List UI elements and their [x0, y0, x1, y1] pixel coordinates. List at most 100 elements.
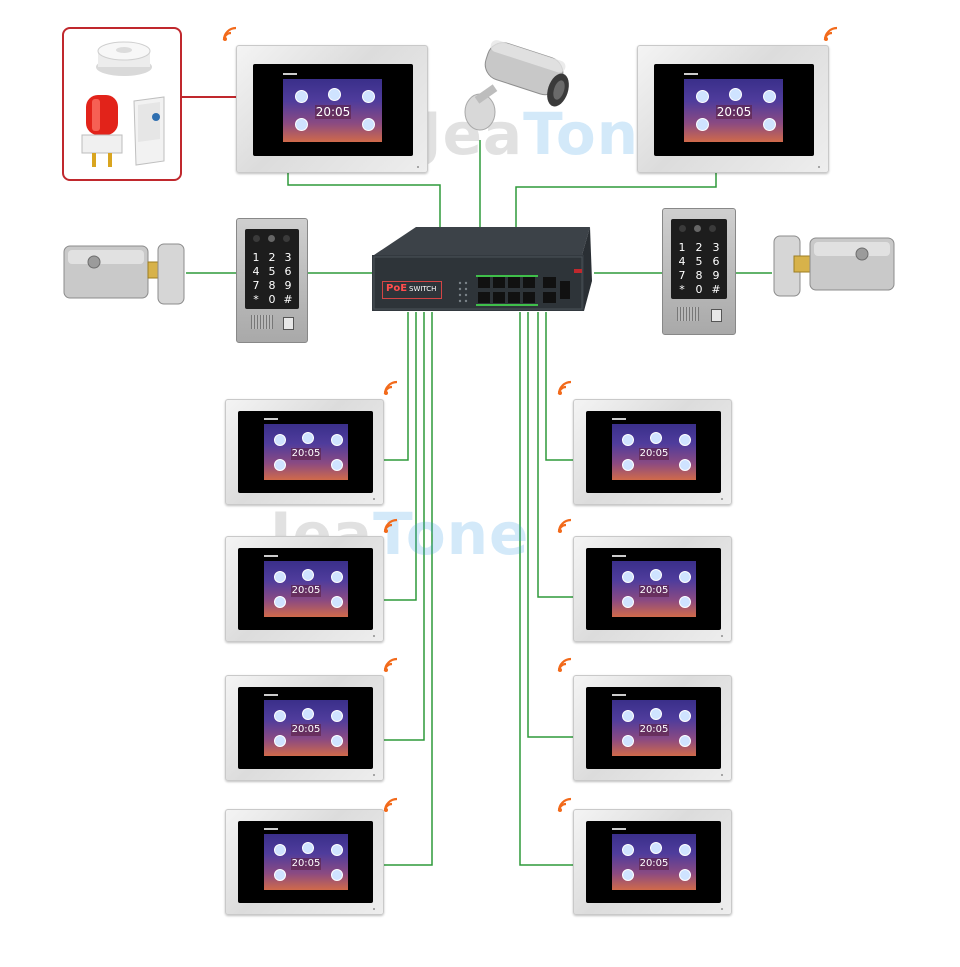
app-tile-icon	[362, 90, 375, 103]
app-tile-icon	[274, 571, 286, 583]
monitor-display: 20:05	[612, 834, 696, 890]
status-bar	[264, 694, 278, 696]
status-bar	[612, 555, 626, 557]
top-right-monitor: 20:05	[637, 45, 829, 173]
bullet-camera-icon	[464, 40, 569, 131]
indicator-dot	[721, 774, 723, 776]
app-tile-icon	[622, 571, 634, 583]
red-siren-icon	[81, 95, 123, 167]
electric-lock-right	[773, 235, 895, 297]
electric-lock-left	[63, 243, 185, 305]
app-tile-icon	[679, 844, 691, 856]
monitor-screen: 20:05	[238, 687, 373, 769]
status-bar	[283, 73, 297, 75]
wifi-signal-icon	[823, 26, 838, 41]
app-tile-icon	[295, 118, 308, 131]
keypad-key: 5	[268, 265, 276, 278]
clock-display: 20:05	[291, 585, 321, 597]
monitor-screen: 20:05	[586, 548, 721, 630]
speaker-grille	[251, 315, 273, 329]
keypad-key: 2	[268, 251, 276, 264]
app-tile-icon	[622, 869, 634, 881]
app-tile-icon	[696, 118, 709, 131]
camera-lens-dot	[268, 235, 275, 242]
wifi-signal-icon	[383, 518, 398, 533]
app-tile-icon	[679, 571, 691, 583]
clock-display: 20:05	[291, 448, 321, 460]
app-tile-icon	[679, 735, 691, 747]
monitor-display: 20:05	[684, 79, 783, 142]
speaker-grille	[677, 307, 699, 321]
app-tile-icon	[650, 842, 662, 854]
app-tile-icon	[331, 844, 343, 856]
wifi-signal-icon	[383, 657, 398, 672]
keypad-key: 0	[695, 283, 703, 296]
switch-badge: PoE	[386, 283, 408, 294]
keypad-key: 0	[268, 293, 276, 306]
app-tile-icon	[331, 459, 343, 471]
monitor-screen: 20:05	[238, 821, 373, 903]
indicator-dot	[721, 498, 723, 500]
wifi-signal-icon	[383, 380, 398, 395]
indicator-dot	[417, 166, 419, 168]
wifi-signal-icon	[557, 657, 572, 672]
wifi-signal-icon	[222, 26, 237, 41]
monitor-screen: 20:05	[586, 411, 721, 493]
app-tile-icon	[362, 118, 375, 131]
indicator-dot	[818, 166, 820, 168]
app-tile-icon	[679, 459, 691, 471]
app-tile-icon	[729, 88, 742, 101]
app-tile-icon	[679, 434, 691, 446]
monitor-screen: 20:05	[586, 687, 721, 769]
keypad-key: 3	[284, 251, 292, 264]
app-tile-icon	[650, 569, 662, 581]
monitor-display: 20:05	[612, 700, 696, 756]
keypad-key: #	[711, 283, 721, 296]
clock-display: 20:05	[639, 448, 669, 460]
app-tile-icon	[622, 459, 634, 471]
monitor-screen: 20:05	[238, 411, 373, 493]
monitor-display: 20:05	[264, 561, 348, 617]
monitor-right-1: 20:05	[573, 399, 732, 505]
keypad-key: 7	[678, 269, 686, 282]
status-bar	[612, 418, 626, 420]
keypad-key: 9	[712, 269, 720, 282]
monitor-left-2: 20:05	[225, 536, 384, 642]
monitor-left-4: 20:05	[225, 809, 384, 915]
top-left-monitor: 20:05	[236, 45, 428, 173]
keypad-key: 6	[712, 255, 720, 268]
wifi-signal-icon	[557, 380, 572, 395]
app-tile-icon	[679, 710, 691, 722]
app-tile-icon	[274, 844, 286, 856]
monitor-right-2: 20:05	[573, 536, 732, 642]
app-tile-icon	[622, 710, 634, 722]
app-tile-icon	[274, 434, 286, 446]
monitor-display: 20:05	[283, 79, 382, 142]
monitor-display: 20:05	[264, 424, 348, 480]
keypad-key: 2	[695, 241, 703, 254]
app-tile-icon	[650, 708, 662, 720]
app-tile-icon	[763, 118, 776, 131]
app-tile-icon	[622, 596, 634, 608]
monitor-right-3: 20:05	[573, 675, 732, 781]
smoke-detector-icon	[96, 41, 152, 76]
indicator-dot	[721, 635, 723, 637]
app-tile-icon	[331, 596, 343, 608]
clock-display: 20:05	[291, 724, 321, 736]
app-tile-icon	[274, 869, 286, 881]
app-tile-icon	[274, 459, 286, 471]
monitor-display: 20:05	[264, 700, 348, 756]
switch-badge-box: PoE SWITCH	[382, 281, 442, 299]
monitor-screen: 20:05	[586, 821, 721, 903]
app-tile-icon	[331, 869, 343, 881]
camera-lens-dot	[709, 225, 716, 232]
status-bar	[264, 828, 278, 830]
monitor-screen: 20:05	[253, 64, 413, 156]
status-bar	[264, 418, 278, 420]
monitor-right-4: 20:05	[573, 809, 732, 915]
